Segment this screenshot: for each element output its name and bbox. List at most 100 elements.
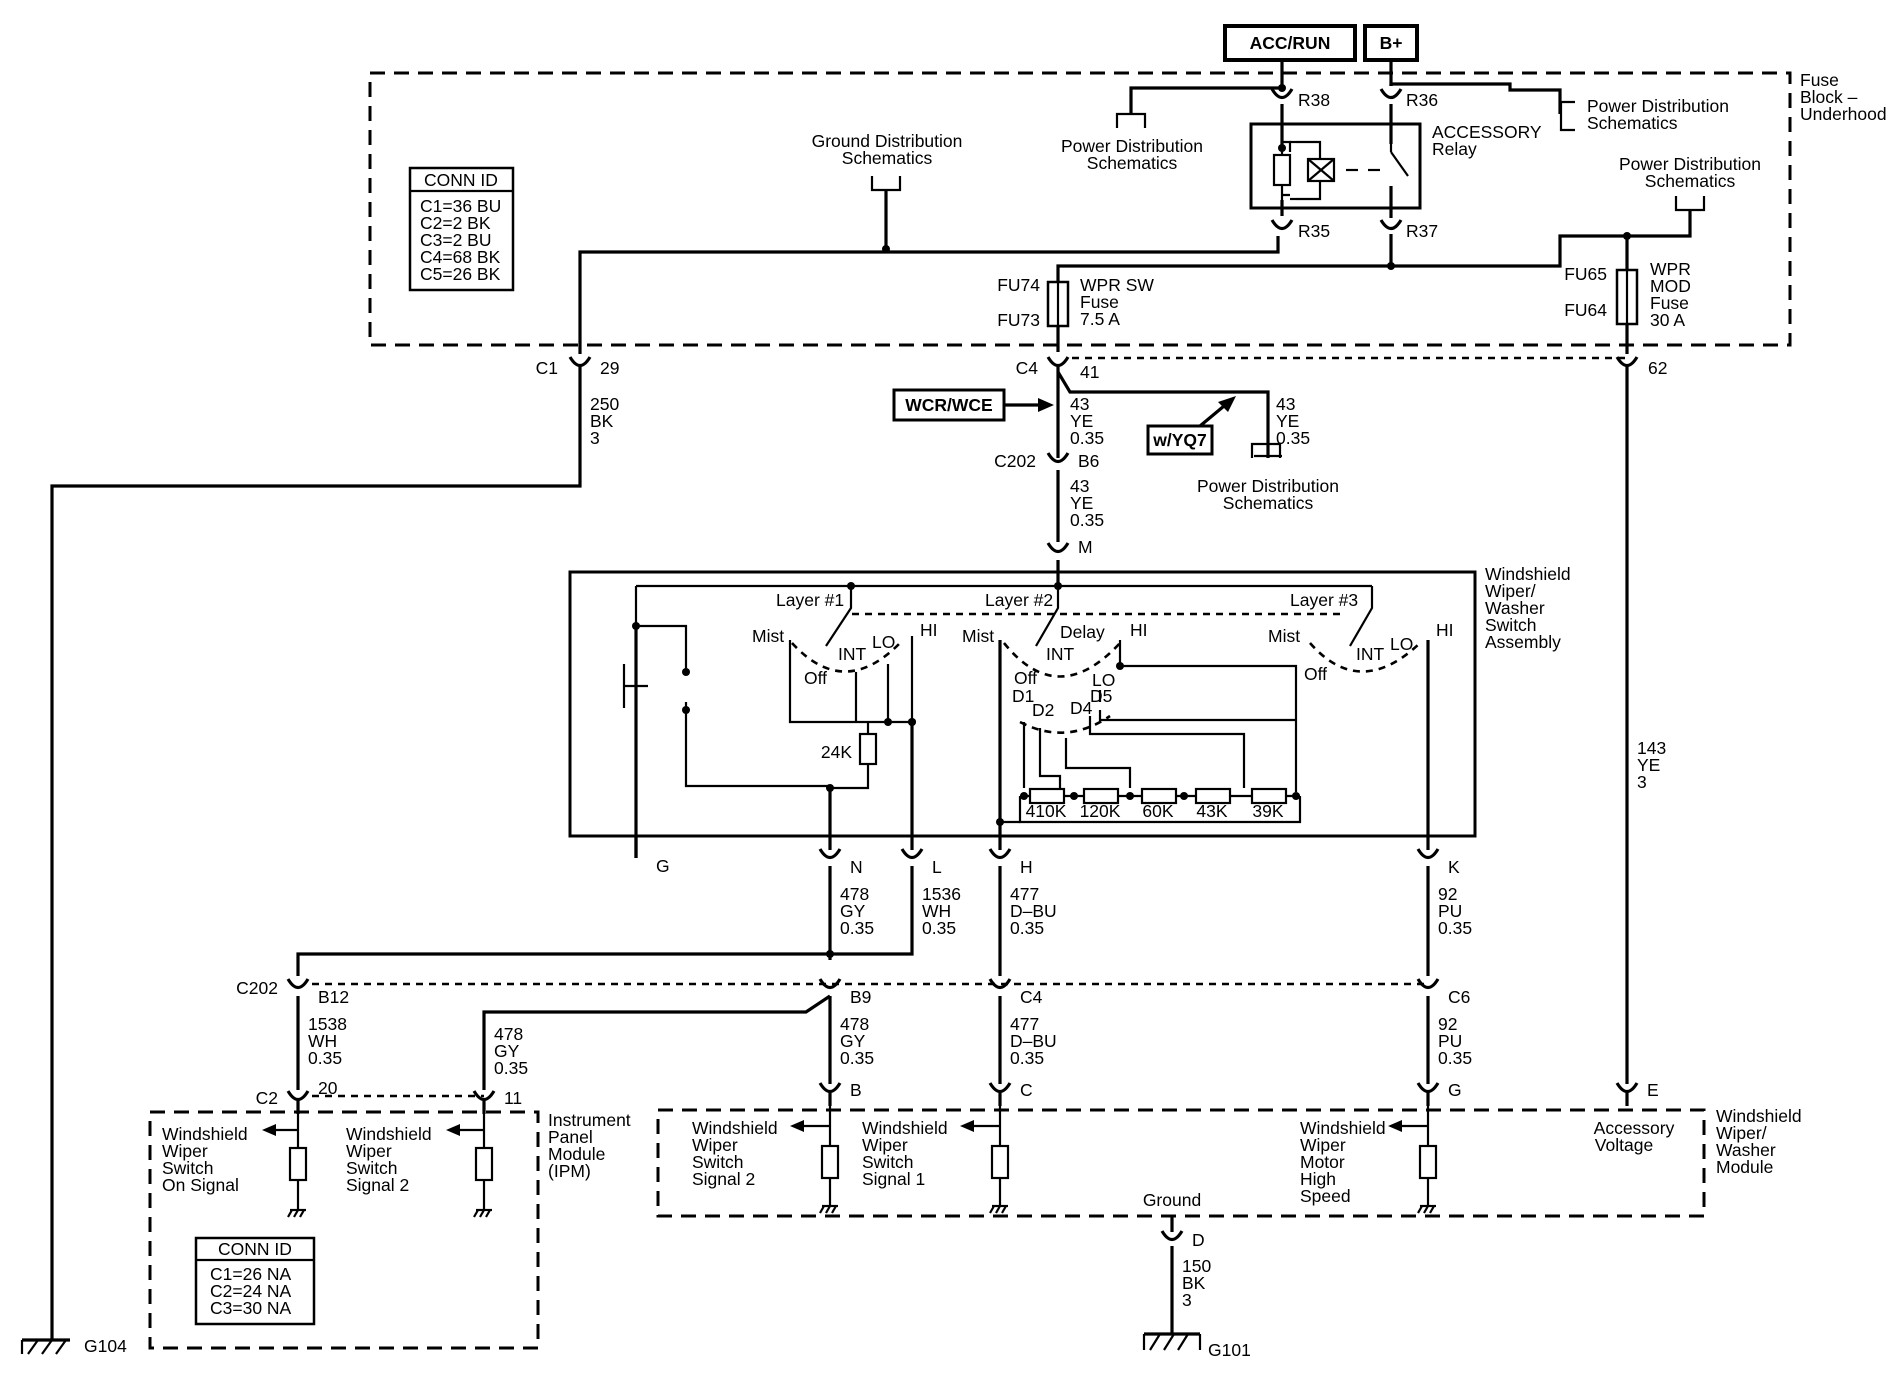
wire-92a-3: 0.35 <box>1438 918 1472 938</box>
ipm-input-on-signal: Windshield Wiper Switch On Signal <box>162 1114 308 1219</box>
fuse-block-title-1: Fuse <box>1800 70 1839 90</box>
accessory-relay <box>1249 122 1422 210</box>
wpr-sw-label-2: Fuse <box>1080 292 1119 312</box>
battery-source: B+ <box>1363 24 1419 62</box>
fu65-label: FU65 <box>1564 264 1607 284</box>
c6-label: C6 <box>1448 987 1470 1007</box>
delay-label: Delay <box>1060 622 1105 642</box>
wire-43c-3: 0.35 <box>1276 428 1310 448</box>
fu73-label: FU73 <box>997 310 1040 330</box>
wire-43a-1: 43 <box>1070 394 1089 414</box>
mod-ground-label: Ground <box>1143 1190 1201 1210</box>
lo-3: LO <box>1390 634 1413 654</box>
r120k-label: 120K <box>1080 801 1121 821</box>
mist-2: Mist <box>962 626 994 646</box>
module-title-1: Windshield <box>1716 1106 1802 1126</box>
wire-143-2: YE <box>1637 755 1660 775</box>
k-pin-label: K <box>1448 857 1460 877</box>
module-input-signal-1: Windshield Wiper Switch Signal 1 <box>862 1106 1010 1215</box>
wire-43b-1: 43 <box>1070 476 1089 496</box>
ipm-conn-id-table: CONN ID C1=26 NA C2=24 NA C3=30 NA <box>194 1236 316 1326</box>
wire-477a-3: 0.35 <box>1010 918 1044 938</box>
r24k-label: 24K <box>821 742 852 762</box>
c1-pin: 29 <box>600 358 619 378</box>
r36-label: R36 <box>1406 90 1438 110</box>
r38-label: R38 <box>1298 90 1330 110</box>
c-pin-label: C <box>1020 1080 1033 1100</box>
g101-ground: G101 <box>1142 1332 1251 1360</box>
lo-2: LO <box>1092 670 1115 690</box>
int-3: INT <box>1356 644 1385 664</box>
ipm-input-signal-2: Windshield Wiper Switch Signal 2 <box>346 1114 494 1219</box>
power-dist-label-1: Power Distribution <box>1061 136 1203 156</box>
hi-2: HI <box>1130 620 1148 640</box>
fuse-block-frame <box>368 71 1792 347</box>
switch-title-1: Windshield <box>1485 564 1571 584</box>
conn-id-line: C5=26 BK <box>420 264 501 284</box>
wire-92b-3: 0.35 <box>1438 1048 1472 1068</box>
wire-1538-3: 0.35 <box>308 1048 342 1068</box>
r37-label: R37 <box>1406 221 1438 241</box>
mod-high-1: Windshield <box>1300 1118 1386 1138</box>
wire-478c-2: GY <box>840 1031 866 1051</box>
c2-label: C2 <box>256 1088 278 1108</box>
b-pin-label: B <box>850 1080 862 1100</box>
layer1-label: Layer #1 <box>776 590 844 610</box>
fuse-block-conn-id-table: CONN ID C1=36 BU C2=2 BK C3=2 BU C4=68 B… <box>408 166 515 292</box>
ipm-conn-id-line: C1=26 NA <box>210 1264 292 1284</box>
n-pin-label: N <box>850 857 863 877</box>
c202-label: C202 <box>994 451 1036 471</box>
conn-id-line: C2=2 BK <box>420 213 491 233</box>
module-title-3: Washer <box>1716 1140 1776 1160</box>
fuse-block-title-3: Underhood <box>1800 104 1887 124</box>
hi-1: HI <box>920 620 938 640</box>
battery-label: B+ <box>1380 33 1403 53</box>
r60k-label: 60K <box>1142 801 1173 821</box>
wire-477b-2: D–BU <box>1010 1031 1057 1051</box>
wire-92a-2: PU <box>1438 901 1462 921</box>
mod-high-5: Speed <box>1300 1186 1351 1206</box>
pin-62: 62 <box>1648 358 1667 378</box>
wpr-sw-label-3: 7.5 A <box>1080 309 1120 329</box>
power-dist-mod-1: Power Distribution <box>1619 154 1761 174</box>
r410k-label: 410K <box>1026 801 1067 821</box>
wire-1538-2: WH <box>308 1031 337 1051</box>
mod-sig1-1: Windshield <box>862 1118 948 1138</box>
ipm-on-4: On Signal <box>162 1175 239 1195</box>
ipm-conn-id-line: C2=24 NA <box>210 1281 292 1301</box>
m-label: M <box>1078 537 1093 557</box>
ipm-sig2-4: Signal 2 <box>346 1175 409 1195</box>
module-title-2: Wiper/ <box>1716 1123 1767 1143</box>
yq7-option: w/YQ7 <box>1146 396 1236 456</box>
switch-title-4: Switch <box>1485 615 1537 635</box>
conn-id-line: C1=36 BU <box>420 196 501 216</box>
wpr-mod-fuse <box>1615 268 1639 326</box>
wire-1536-1: 1536 <box>922 884 961 904</box>
wpr-sw-fuse <box>1046 280 1070 328</box>
acc-run-label: ACC/RUN <box>1250 33 1331 53</box>
g-pin-label: G <box>656 856 670 876</box>
conn-id-header: CONN ID <box>424 170 498 190</box>
g2-pin-label: G <box>1448 1080 1462 1100</box>
b9-label: B9 <box>850 987 871 1007</box>
relay-label-1: ACCESSORY <box>1432 122 1542 142</box>
ipm-conn-id-header: CONN ID <box>218 1239 292 1259</box>
ground-dist-label-1: Ground Distribution <box>812 131 963 151</box>
mod-high-4: High <box>1300 1169 1336 1189</box>
mod-sig1-2: Wiper <box>862 1135 908 1155</box>
wire-250-3: 3 <box>590 428 600 448</box>
lo-1: LO <box>872 632 895 652</box>
wire-1536-2: WH <box>922 901 951 921</box>
yq7-label: w/YQ7 <box>1152 430 1207 450</box>
d2-label: D2 <box>1032 700 1054 720</box>
mod-high-3: Motor <box>1300 1152 1345 1172</box>
wire-478a-2: GY <box>840 901 866 921</box>
wire-478a-1: 478 <box>840 884 869 904</box>
h-pin-label: H <box>1020 857 1033 877</box>
ipm-title-4: (IPM) <box>548 1161 591 1181</box>
power-dist-43-2: Schematics <box>1223 493 1314 513</box>
off-2: Off <box>1014 668 1037 688</box>
c4b-label: C4 <box>1020 987 1043 1007</box>
c1-label: C1 <box>536 358 558 378</box>
wire-43a-3: 0.35 <box>1070 428 1104 448</box>
